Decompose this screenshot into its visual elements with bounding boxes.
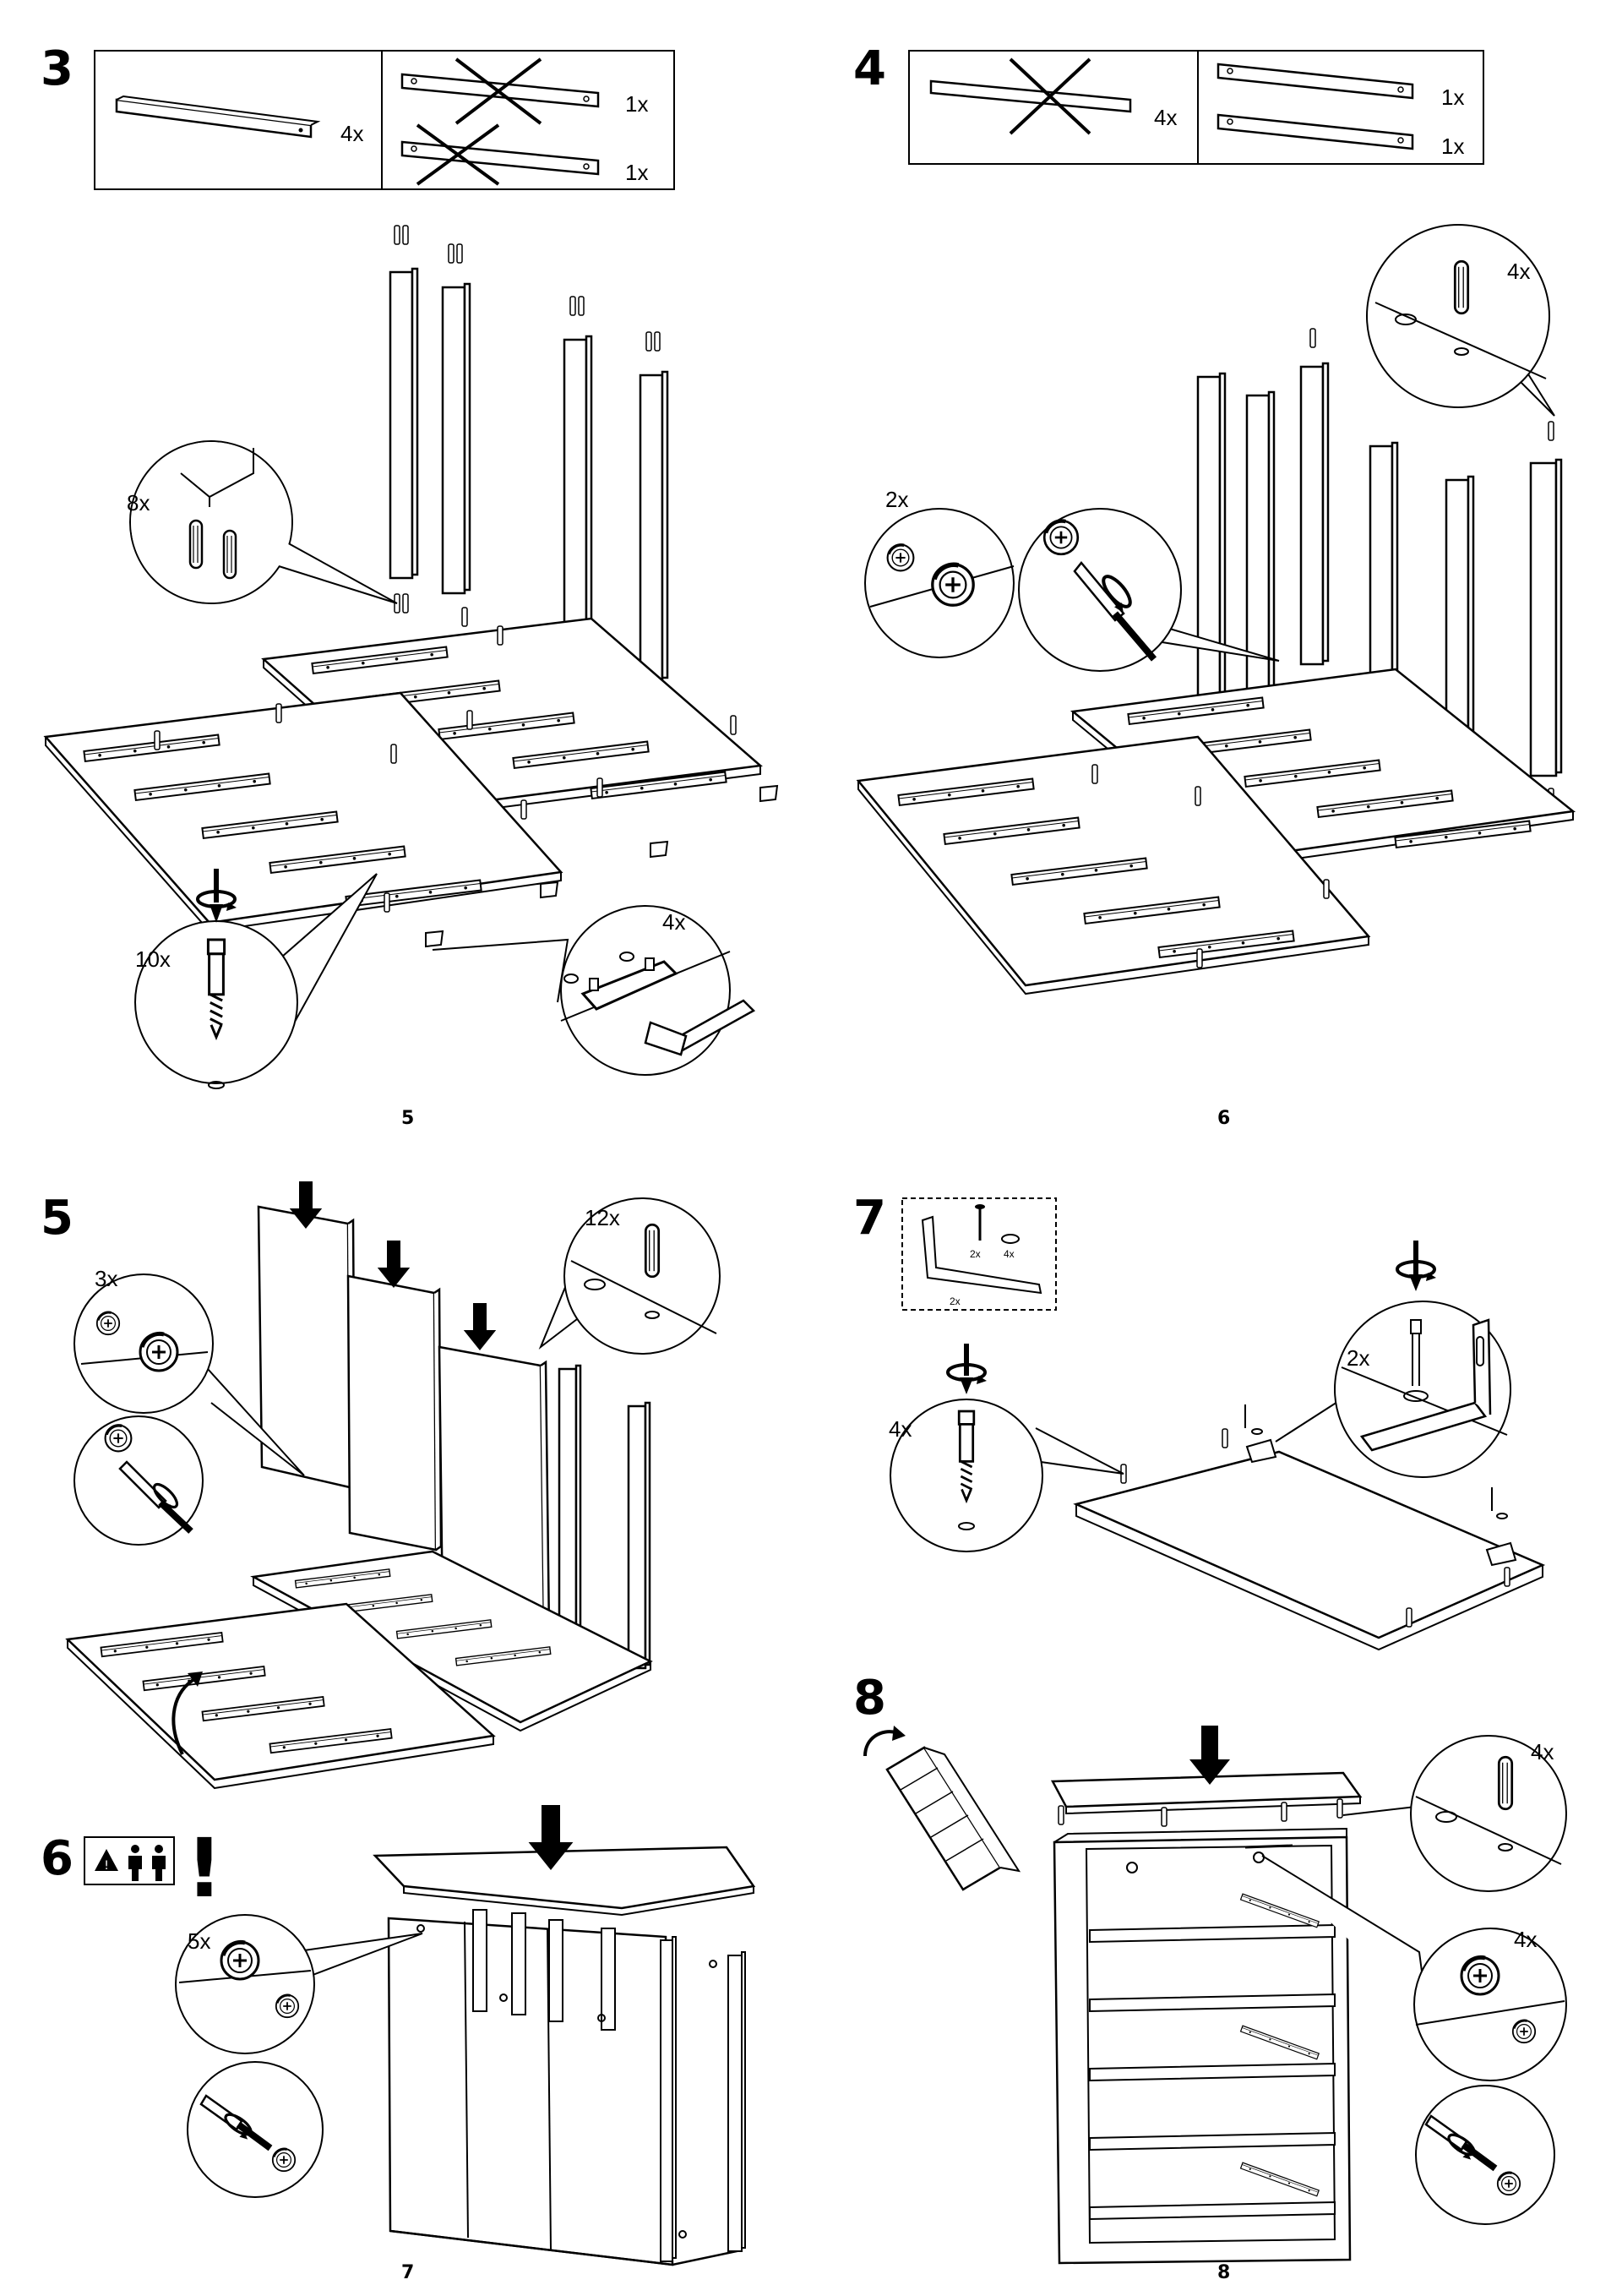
down-arrow-icon bbox=[377, 1241, 411, 1288]
screwdriver-icon bbox=[118, 1460, 193, 1534]
parts-box: 4x 1x 1x bbox=[908, 50, 1484, 165]
washer bbox=[1403, 1390, 1429, 1402]
side-panel-front bbox=[43, 691, 779, 948]
page-number: 6 bbox=[1217, 1108, 1230, 1129]
callout-qty: 4x bbox=[1507, 259, 1530, 284]
flip-arrow-icon bbox=[171, 1677, 198, 1755]
callout-cam-bolts: 4x bbox=[889, 1344, 1124, 1552]
step-5: 5 bbox=[41, 1181, 721, 1790]
part-qty: 4x bbox=[1154, 105, 1177, 130]
two-person-warning-icon: ! bbox=[84, 1836, 175, 1885]
cabinet-upright bbox=[1050, 1726, 1363, 2265]
callout-cam-bolts: 10x bbox=[134, 869, 378, 1089]
part-qty: 1x bbox=[1441, 85, 1464, 110]
callout-qty: 5x bbox=[188, 1928, 210, 1954]
cam-lock bbox=[1044, 521, 1078, 554]
hammer-icon bbox=[644, 999, 756, 1056]
cam-lock bbox=[221, 1942, 259, 1979]
step-number: 6 bbox=[41, 1831, 73, 1886]
callout-qty: 3x bbox=[95, 1266, 117, 1291]
callout-qty: 10x bbox=[135, 946, 171, 972]
door-panels bbox=[257, 1205, 551, 1636]
cam-lock bbox=[1496, 2171, 1521, 2196]
side-panel-front bbox=[65, 1602, 496, 1790]
part-qty: 1x bbox=[625, 91, 648, 117]
step-number: 7 bbox=[853, 1191, 886, 1246]
step-number: 8 bbox=[853, 1671, 886, 1726]
callout-dowels: 12x bbox=[538, 1197, 721, 1355]
cam-lock bbox=[140, 1333, 177, 1371]
rail-part bbox=[115, 95, 321, 139]
step-number: 3 bbox=[41, 41, 73, 96]
callout-qty: 4x bbox=[662, 909, 685, 935]
side-panel-back bbox=[250, 1550, 653, 1732]
angle-bracket bbox=[1359, 1401, 1488, 1452]
down-arrow-icon bbox=[463, 1303, 497, 1350]
callout-qty: 12x bbox=[585, 1205, 620, 1230]
callout-dowels: 8x bbox=[127, 440, 398, 604]
cam-lock bbox=[885, 543, 916, 573]
callout-qty: 2x bbox=[885, 487, 908, 512]
callout-cam-locks: 2x bbox=[864, 487, 1280, 672]
side-panel-front bbox=[856, 735, 1371, 995]
callout-dowels: 4x bbox=[1366, 224, 1555, 417]
step-3: 3 4x 1x 1x bbox=[41, 41, 779, 1129]
step-number: 4 bbox=[853, 41, 886, 96]
rail-part-upper bbox=[1216, 63, 1414, 100]
side-rails bbox=[558, 1364, 651, 1670]
callout-dowels: 4x bbox=[1342, 1735, 1567, 1892]
cabinet-carcass bbox=[373, 1805, 756, 2266]
callout-cam-locks: 4x bbox=[1261, 1855, 1567, 2225]
step-number: 5 bbox=[41, 1191, 73, 1246]
cam-lock bbox=[103, 1423, 133, 1453]
part-qty: 1x bbox=[1441, 134, 1464, 159]
page-number: 7 bbox=[401, 2262, 414, 2283]
hardware-kit: 2x 4x 2x bbox=[901, 1197, 1057, 1311]
angle-bracket bbox=[921, 1215, 1042, 1295]
callout-qty: 2x bbox=[1347, 1345, 1369, 1371]
step-6: 6 ! ! bbox=[41, 1805, 756, 2283]
callout-qty: 4x bbox=[1514, 1927, 1537, 1952]
callout-cam-locks: 3x bbox=[73, 1266, 305, 1546]
callout-qty: 4x bbox=[1531, 1739, 1554, 1764]
excluded-rail-lower bbox=[400, 123, 600, 186]
callout-brackets: 2x bbox=[1275, 1241, 1511, 1478]
step-7: 7 2x 4x 2x bbox=[853, 1191, 1546, 1651]
callout-qty: 4x bbox=[889, 1416, 912, 1442]
page-number: 8 bbox=[1217, 2262, 1230, 2283]
cam-lock bbox=[275, 1993, 300, 2019]
callout-qty: 8x bbox=[127, 490, 150, 515]
step-8: 8 bbox=[853, 1671, 1567, 2283]
step-4: 4 4x 1x 1x bbox=[853, 41, 1576, 1129]
kit-qty: 2x bbox=[970, 1248, 981, 1260]
cam-lock bbox=[95, 1311, 121, 1336]
svg-text:!: ! bbox=[104, 1859, 109, 1873]
kit-qty: 4x bbox=[1004, 1248, 1015, 1260]
warning-mark: ! bbox=[186, 1821, 223, 1916]
cam-lock bbox=[1461, 1957, 1499, 1994]
cam-lock bbox=[1511, 2019, 1537, 2044]
washer bbox=[1001, 1234, 1020, 1244]
callout-glides: 4x bbox=[432, 905, 756, 1076]
excluded-rail-upper bbox=[400, 57, 600, 125]
parts-box: 4x 1x 1x bbox=[94, 50, 675, 190]
screwdriver-icon bbox=[1424, 2114, 1498, 2172]
part-qty: 1x bbox=[625, 160, 648, 185]
excluded-rail bbox=[929, 57, 1132, 135]
rail-part-lower bbox=[1216, 113, 1414, 150]
upright-rails bbox=[389, 267, 669, 683]
flip-cabinet-icon bbox=[863, 1726, 1021, 1891]
cam-lock bbox=[933, 564, 973, 605]
kit-qty: 2x bbox=[950, 1295, 961, 1307]
screw bbox=[1410, 1319, 1422, 1334]
callout-cam-locks: 5x bbox=[175, 1914, 423, 2198]
page-number: 5 bbox=[401, 1108, 414, 1129]
flip-arrow-icon bbox=[863, 1730, 896, 1757]
top-panel bbox=[1073, 1404, 1546, 1651]
part-qty: 4x bbox=[340, 121, 363, 146]
cam-lock bbox=[271, 2147, 297, 2173]
